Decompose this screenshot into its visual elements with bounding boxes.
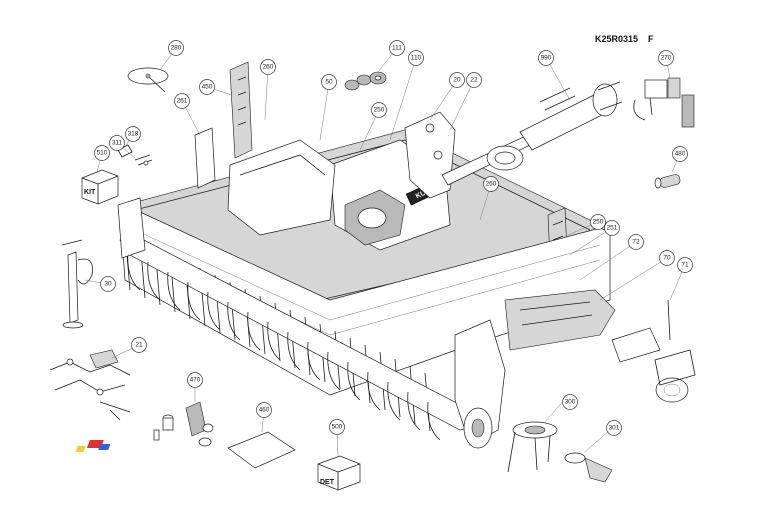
callout-72: 72	[628, 234, 644, 250]
svg-text:500: 500	[332, 424, 343, 431]
operator-manual	[75, 431, 296, 469]
callout-30: 30	[100, 276, 116, 292]
right-end-plate	[454, 319, 506, 446]
transport-wheel	[611, 299, 696, 403]
callout-300: 300	[562, 394, 578, 410]
callout-110: 110	[408, 50, 424, 66]
svg-text:260: 260	[263, 64, 274, 71]
tripod-stand	[507, 421, 558, 473]
svg-text:510: 510	[97, 150, 108, 157]
left-top-frame	[227, 139, 336, 236]
svg-text:250: 250	[593, 219, 604, 226]
svg-text:250: 250	[374, 107, 385, 114]
left-depth-column	[194, 127, 216, 189]
svg-text:111: 111	[392, 45, 402, 52]
svg-text:450: 450	[202, 84, 213, 91]
svg-text:280: 280	[171, 45, 182, 52]
svg-text:50: 50	[325, 79, 333, 86]
svg-text:71: 71	[681, 262, 689, 269]
callout-71: 71	[677, 257, 693, 273]
svg-text:110: 110	[411, 55, 422, 62]
kit-label: KIT	[84, 189, 96, 196]
callout-250: 250	[371, 102, 387, 118]
callout-500: 500	[329, 419, 345, 435]
svg-text:21: 21	[135, 342, 143, 349]
spare-parts-box: DET	[317, 455, 361, 491]
callout-280: 280	[168, 40, 184, 56]
callout-261: 261	[174, 93, 190, 109]
box-label: DET	[320, 479, 335, 486]
svg-text:311: 311	[112, 140, 123, 147]
svg-text:460: 460	[259, 407, 270, 414]
depth-indicator-disc	[127, 67, 169, 93]
callout-318: 318	[125, 126, 141, 142]
svg-text:301: 301	[609, 425, 620, 432]
kit-box: KIT	[81, 169, 119, 205]
svg-text:270: 270	[661, 55, 672, 62]
callout-311: 311	[109, 135, 125, 151]
callout-450: 450	[199, 79, 215, 95]
callout-labels: 280 450 261 260 50 111 110 250 20 22 990…	[94, 40, 693, 436]
svg-text:30: 30	[104, 281, 112, 288]
callout-20: 20	[449, 72, 465, 88]
callout-50: 50	[321, 74, 337, 90]
side-guard-plate	[504, 289, 616, 351]
svg-text:470: 470	[190, 377, 201, 384]
svg-text:22: 22	[470, 77, 478, 84]
callout-250-b: 250	[590, 214, 606, 230]
mast-bracket	[229, 61, 253, 159]
callout-260-b: 260	[483, 176, 499, 192]
callout-301: 301	[606, 420, 622, 436]
drawing-code: K25R0315	[595, 34, 638, 44]
parking-stand	[61, 239, 93, 329]
callout-70: 70	[659, 250, 675, 266]
callout-270: 270	[658, 50, 674, 66]
svg-text:72: 72	[632, 239, 640, 246]
main-harrow-assembly: KUHN	[117, 61, 616, 449]
callout-480: 480	[672, 146, 688, 162]
svg-text:990: 990	[541, 55, 552, 62]
callout-22: 22	[466, 72, 482, 88]
pto-shaft	[441, 81, 623, 186]
consumables-set	[153, 401, 214, 447]
bearing-set	[344, 71, 387, 91]
rotor-cover	[119, 204, 611, 396]
svg-text:260: 260	[486, 181, 497, 188]
speed-sensor	[654, 174, 681, 189]
hitch-pin-set	[49, 349, 131, 421]
callout-460: 460	[256, 402, 272, 418]
small-hardware-parts	[117, 144, 153, 166]
left-end-plate	[117, 197, 146, 259]
callout-111: 111	[389, 40, 405, 56]
callout-251: 251	[604, 220, 620, 236]
mounting-bracket	[564, 452, 613, 483]
packer-roller-bars	[127, 251, 441, 441]
svg-text:261: 261	[177, 98, 188, 105]
svg-text:20: 20	[453, 77, 461, 84]
svg-text:300: 300	[565, 399, 576, 406]
callout-470: 470	[187, 372, 203, 388]
svg-text:480: 480	[675, 151, 686, 158]
electric-control-unit	[633, 77, 695, 128]
svg-text:318: 318	[128, 131, 139, 138]
svg-text:70: 70	[663, 255, 671, 262]
callout-260: 260	[260, 59, 276, 75]
callout-990: 990	[538, 50, 554, 66]
svg-text:251: 251	[607, 225, 618, 232]
callout-510: 510	[94, 145, 110, 161]
drawing-revision: F	[648, 34, 654, 44]
callout-21: 21	[131, 337, 147, 353]
